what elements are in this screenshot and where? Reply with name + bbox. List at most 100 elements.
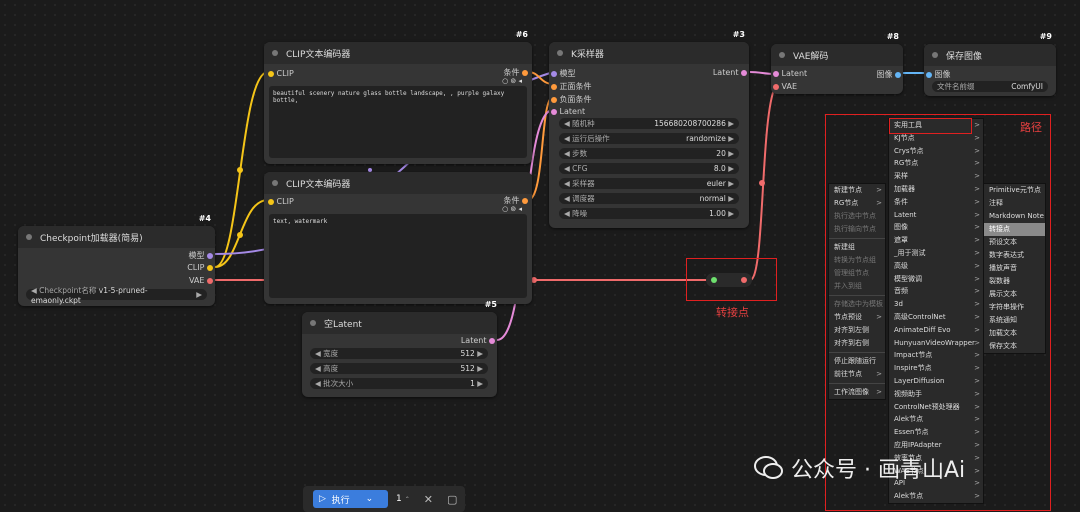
clip-output-port[interactable]: CLIP xyxy=(187,263,213,272)
widget-icons[interactable]: ○ ⊚ ◂ xyxy=(502,205,522,213)
add-node-category-item[interactable]: 采样> xyxy=(889,170,983,183)
utils-node-item[interactable]: Markdown Note xyxy=(984,210,1045,223)
add-node-category-item[interactable]: AnimateDiff Evo> xyxy=(889,324,983,337)
context-menu-item[interactable]: 新建节点> xyxy=(829,184,885,197)
node-title-bar[interactable]: K采样器 xyxy=(549,42,749,64)
node-title-bar[interactable]: VAE解码 xyxy=(771,44,903,66)
ksampler-node[interactable]: #3 K采样器 模型 正面条件 负面条件 Latent Latent ◀ 随机种… xyxy=(549,30,749,228)
collapse-dot-icon[interactable] xyxy=(272,50,278,56)
add-node-category-item[interactable]: 效率节点> xyxy=(889,452,983,465)
context-menu-item[interactable]: 节点预设> xyxy=(829,311,885,324)
context-menu-item[interactable]: 管理组节点 xyxy=(829,267,885,280)
add-node-category-item[interactable]: 遮罩> xyxy=(889,234,983,247)
context-menu-item[interactable]: 并入到组 xyxy=(829,280,885,293)
utils-node-item[interactable]: 字符串操作 xyxy=(984,301,1045,314)
widget-icons[interactable]: ○ ⊚ ◂ xyxy=(502,77,522,85)
negative-input-port[interactable]: 负面条件 xyxy=(551,94,592,105)
node-title-bar[interactable]: 保存图像 xyxy=(924,44,1056,66)
utils-node-item[interactable]: 转接点 xyxy=(984,223,1045,236)
clip-text-encode-node-2[interactable]: CLIP文本编码器 CLIP 条件 ○ ⊚ ◂ text, watermark xyxy=(264,172,532,304)
context-menu-item[interactable]: 转换为节点组 xyxy=(829,254,885,267)
image-input-port[interactable]: 图像 xyxy=(926,69,951,80)
context-menu-item[interactable]: 前往节点> xyxy=(829,368,885,381)
add-node-category-item[interactable]: Inspire节点> xyxy=(889,362,983,375)
chevron-down-icon[interactable]: ⌄ xyxy=(365,494,374,504)
clip-input-port[interactable]: CLIP xyxy=(268,197,294,206)
add-node-category-item[interactable]: API> xyxy=(889,477,983,490)
image-output-port[interactable]: 图像 xyxy=(876,69,901,80)
utils-node-item[interactable]: Primitive元节点 xyxy=(984,184,1045,197)
add-node-category-item[interactable]: Crys节点> xyxy=(889,145,983,158)
add-node-category-item[interactable]: ControlNet预处理器> xyxy=(889,401,983,414)
add-node-category-item[interactable]: HunyuanVideoWrapper> xyxy=(889,337,983,350)
latent-input-port[interactable]: Latent xyxy=(773,69,807,78)
latent-input-port[interactable]: Latent xyxy=(551,107,585,116)
add-node-category-item[interactable]: _用于测试> xyxy=(889,247,983,260)
reroute-node[interactable] xyxy=(706,273,752,287)
conditioning-output-port[interactable]: 条件 xyxy=(503,67,528,78)
prompt-textarea[interactable]: text, watermark xyxy=(269,214,527,298)
add-node-submenu[interactable]: 实用工具>KJ节点>Crys节点>RG节点>采样>加载器>条件>Latent>图… xyxy=(888,118,984,504)
context-menu-item[interactable]: 执行输向节点 xyxy=(829,223,885,236)
add-node-category-item[interactable]: 视频助手> xyxy=(889,388,983,401)
model-output-port[interactable]: 模型 xyxy=(188,250,213,261)
checkpoint-name-widget[interactable]: ◀ Checkpoint名称 v1-5-pruned-emaonly.ckpt▶ xyxy=(26,286,207,305)
add-node-category-item[interactable]: 图像> xyxy=(889,221,983,234)
utils-node-item[interactable]: 数字表达式 xyxy=(984,249,1045,262)
context-menu-item[interactable]: 工作流图像> xyxy=(829,386,885,399)
model-input-port[interactable]: 模型 xyxy=(551,68,576,79)
add-node-category-item[interactable]: 音频> xyxy=(889,285,983,298)
collapse-dot-icon[interactable] xyxy=(932,52,938,58)
context-menu[interactable]: 新建节点>RG节点>执行选中节点执行输向节点新建组转换为节点组管理组节点并入到组… xyxy=(828,183,886,400)
checkpoint-loader-node[interactable]: #4 Checkpoint加载器(简易) 模型 CLIP VAE ◀ Check… xyxy=(18,214,215,306)
utils-node-item[interactable]: 播放声音 xyxy=(984,262,1045,275)
context-menu-item[interactable]: 停止跟随运行 xyxy=(829,355,885,368)
utils-node-item[interactable]: 裂数器 xyxy=(984,275,1045,288)
node-title-bar[interactable]: Checkpoint加载器(简易) xyxy=(18,226,215,248)
add-node-category-item[interactable]: RG节点> xyxy=(889,157,983,170)
add-node-category-item[interactable]: WAS节点> xyxy=(889,465,983,478)
add-node-category-item[interactable]: 模型微调> xyxy=(889,273,983,286)
add-node-category-item[interactable]: 高级ControlNet> xyxy=(889,311,983,324)
node-title-bar[interactable]: 空Latent xyxy=(302,312,497,334)
conditioning-output-port[interactable]: 条件 xyxy=(503,195,528,206)
context-menu-item[interactable]: 新建组 xyxy=(829,241,885,254)
add-node-category-item[interactable]: Impact节点> xyxy=(889,349,983,362)
context-menu-item[interactable]: 存储选中为模板 xyxy=(829,298,885,311)
count-stepper-icon[interactable]: ⌃ xyxy=(404,495,410,503)
positive-input-port[interactable]: 正面条件 xyxy=(551,81,592,92)
batch-count-input[interactable]: 1 xyxy=(396,494,402,504)
prompt-textarea[interactable]: beautiful scenery nature glass bottle la… xyxy=(269,86,527,158)
clip-input-port[interactable]: CLIP xyxy=(268,69,294,78)
add-node-category-item[interactable]: 高级> xyxy=(889,260,983,273)
utils-node-item[interactable]: 注释 xyxy=(984,197,1045,210)
add-node-category-item[interactable]: Alek节点> xyxy=(889,413,983,426)
vae-input-port[interactable]: VAE xyxy=(773,82,797,91)
collapse-dot-icon[interactable] xyxy=(26,234,32,240)
collapse-dot-icon[interactable] xyxy=(557,50,563,56)
context-menu-item[interactable]: 执行选中节点 xyxy=(829,210,885,223)
stop-icon[interactable]: ▢ xyxy=(446,492,458,506)
add-node-category-item[interactable]: Alek节点> xyxy=(889,490,983,503)
latent-output-port[interactable]: Latent xyxy=(461,336,495,345)
add-node-category-item[interactable]: Essen节点> xyxy=(889,426,983,439)
utils-node-item[interactable]: 保存文本 xyxy=(984,340,1045,353)
add-node-category-item[interactable]: 应用IPAdapter> xyxy=(889,439,983,452)
add-node-category-item[interactable]: KJ节点> xyxy=(889,132,983,145)
context-menu-item[interactable]: RG节点> xyxy=(829,197,885,210)
add-node-category-item[interactable]: 实用工具> xyxy=(889,119,983,132)
clip-text-encode-node-1[interactable]: #6 CLIP文本编码器 CLIP 条件 ○ ⊚ ◂ beautiful sce… xyxy=(264,30,532,164)
context-menu-item[interactable]: 对齐到左侧 xyxy=(829,324,885,337)
latent-output-port[interactable]: Latent xyxy=(713,68,747,77)
